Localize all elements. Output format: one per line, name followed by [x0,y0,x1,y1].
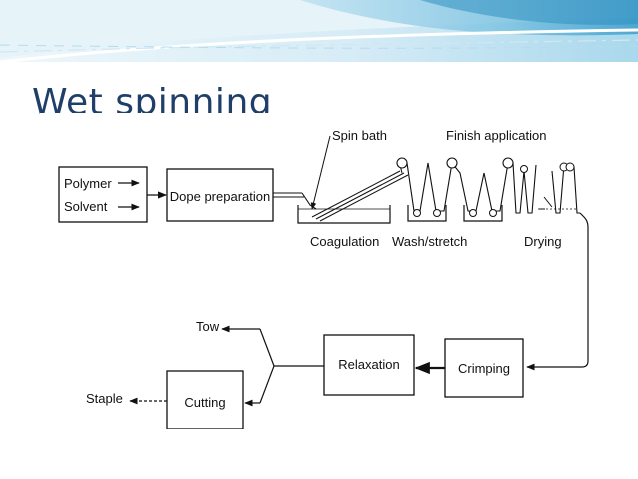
drying-exit [573,166,580,214]
wash-roller-3 [469,209,477,217]
cutting-box [166,370,244,429]
roller-top-3 [502,157,514,169]
wash-stretch-label: Wash/stretch [392,234,467,249]
branch-to-tow-line [259,328,275,367]
wash-roller-2 [433,209,441,217]
inputs-box [58,166,148,223]
spin-bath-pointer [310,135,331,210]
solvent-label: Solvent [64,199,108,214]
spin-bath-tank [297,205,391,224]
relaxation-label: Relaxation [338,357,399,372]
wash-tank-1 [407,205,447,222]
crimping-label: Crimping [458,361,510,376]
crimping-box [444,338,524,398]
header-banner [0,0,638,80]
spin-bath-label: Spin bath [332,128,387,143]
wet-spinning-diagram: Polymer Solvent Dope preparation Spin ba… [40,113,608,429]
coagulation-label: Coagulation [310,234,379,249]
drying-label: Drying [524,234,562,249]
dope-preparation-label: Dope preparation [170,189,270,204]
branch-to-cutting-line [259,365,275,404]
wash-roller-4 [489,209,497,217]
filament-bundle-3 [319,174,409,222]
dope-preparation-box [166,168,274,222]
staple-label: Staple [86,391,123,406]
wash-loop-path [406,162,509,212]
finish-application-label: Finish application [446,128,546,143]
polymer-label: Polymer [64,176,112,191]
relaxation-box [323,334,415,396]
roller-top-1 [396,157,408,169]
filament-bundle-2 [315,172,405,220]
drying-roller-1 [520,165,528,173]
drying-roller-3 [565,162,575,172]
process-flow-svg: Polymer Solvent Dope preparation Spin ba… [58,128,589,429]
drying-loop-path [512,162,565,214]
cutting-label: Cutting [184,395,225,410]
roller-top-2 [446,157,458,169]
drying-finish-pin [543,196,553,208]
tow-label: Tow [196,319,220,334]
filament-bundle-1 [311,170,401,218]
wash-tank-2 [463,205,503,222]
drying-to-crimping-line [526,212,589,371]
wash-roller-1 [413,209,421,217]
